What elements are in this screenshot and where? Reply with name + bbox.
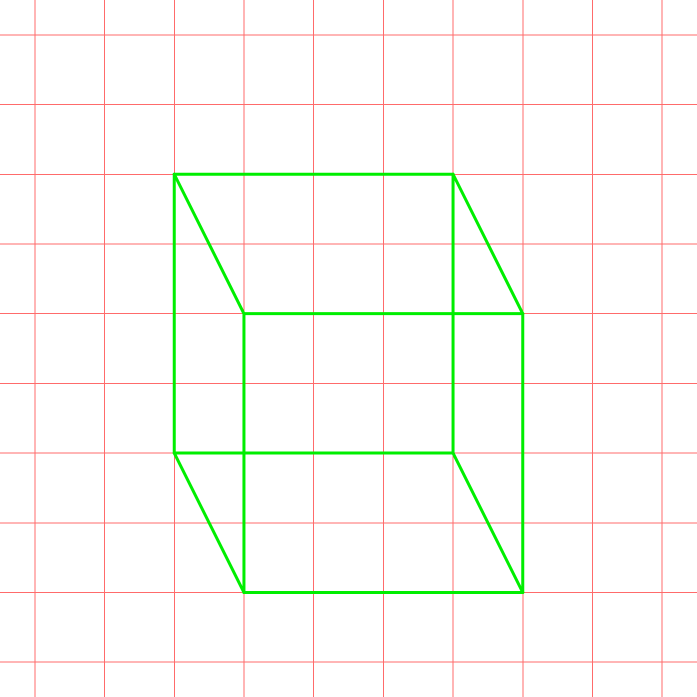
- cube-edge-connector-top-right: [451, 172, 525, 316]
- wireframe-cube: [172, 172, 525, 594]
- cube-edge-connector-top-left: [172, 172, 246, 316]
- cube-edge-connector-bottom-left: [172, 451, 246, 594]
- cube-edge-connector-bottom-right: [451, 451, 525, 594]
